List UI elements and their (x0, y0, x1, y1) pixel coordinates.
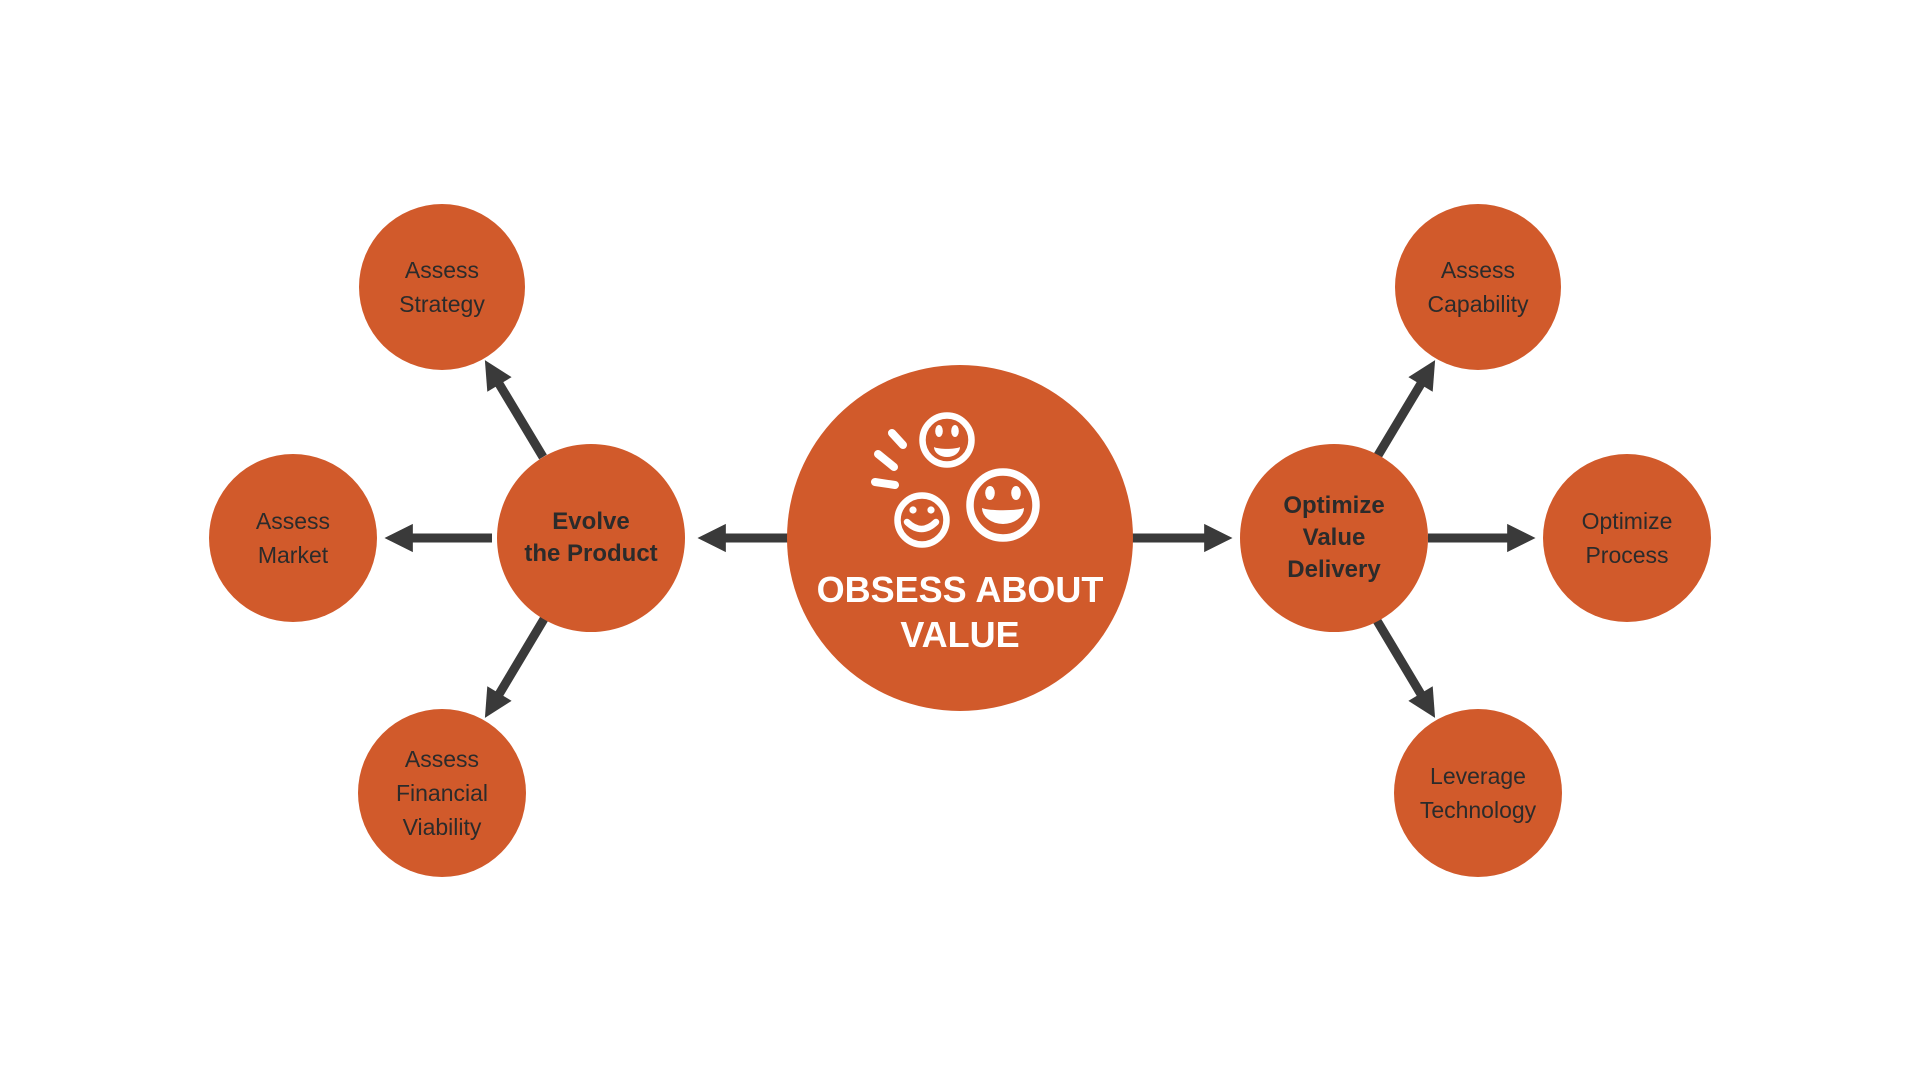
label-line: Evolve (552, 508, 630, 535)
node-assess-strategy: Assess Strategy (359, 204, 525, 370)
node-label: Optimize Process (1582, 504, 1673, 572)
node-label: Assess Capability (1428, 253, 1529, 321)
smiley-face-outline (966, 468, 1040, 542)
center-title-line: VALUE (900, 614, 1020, 655)
sparkle-ray-icon (874, 450, 898, 471)
smiley-eye (909, 506, 917, 514)
label-line: Assess (255, 508, 331, 534)
label-line: the Product (524, 540, 658, 567)
label-line: Viability (402, 814, 482, 840)
node-obsess-about-value: OBSESS ABOUT VALUE (787, 365, 1133, 711)
label-line: Technology (1419, 797, 1537, 823)
smiley-eye (935, 425, 943, 437)
node-label: Evolve the Product (524, 506, 657, 570)
smiley-eye (951, 425, 959, 437)
label-line: Assess (404, 746, 480, 772)
node-optimize-value-delivery: Optimize Value Delivery (1240, 444, 1428, 632)
label-line: Assess (404, 257, 480, 283)
node-assess-financial-viability: Assess Financial Viability (358, 709, 526, 877)
node-label: Assess Financial Viability (396, 742, 488, 844)
node-label: Assess Strategy (399, 253, 485, 321)
smiley-eye (985, 486, 995, 500)
label-line: Strategy (399, 291, 485, 317)
smiley-eye (1011, 486, 1021, 500)
node-assess-market: Assess Market (209, 454, 377, 622)
arrow-evolve-to-assess-financial-viability (484, 616, 548, 718)
smiley-face-outline (894, 492, 950, 548)
smile-mouth (903, 518, 940, 533)
node-label: Optimize Value Delivery (1283, 490, 1384, 586)
center-title: OBSESS ABOUT VALUE (787, 567, 1133, 657)
node-evolve-the-product: Evolve the Product (497, 444, 685, 632)
node-assess-capability: Assess Capability (1395, 204, 1561, 370)
center-title-line: OBSESS ABOUT (816, 569, 1104, 610)
open-smile-mouth (934, 447, 960, 457)
arrow-optimize-to-leverage-technology (1372, 616, 1436, 718)
smiling-faces-icon (871, 412, 1040, 548)
arrow-optimize-to-assess-capability (1373, 360, 1436, 460)
arrow-evolve-to-assess-strategy (484, 360, 547, 460)
label-line: Market (257, 542, 329, 568)
label-line: Assess (1440, 257, 1516, 283)
label-line: Capability (1427, 291, 1529, 317)
label-line: Value (1302, 524, 1366, 551)
node-label: Leverage Technology (1420, 759, 1536, 827)
node-label: Assess Market (256, 504, 330, 572)
sparkle-ray-icon (888, 429, 907, 449)
node-optimize-process: Optimize Process (1543, 454, 1711, 622)
node-leverage-technology: Leverage Technology (1394, 709, 1562, 877)
sparkle-ray-icon (871, 478, 899, 489)
label-line: Leverage (1430, 763, 1526, 789)
smiley-eye (927, 506, 935, 514)
label-line: Financial (395, 780, 489, 806)
label-line: Optimize (1581, 508, 1673, 534)
label-line: Optimize (1283, 492, 1385, 519)
smiley-face-outline (919, 412, 975, 468)
open-smile-mouth (982, 508, 1024, 524)
label-line: Delivery (1287, 556, 1381, 583)
label-line: Process (1585, 542, 1669, 568)
